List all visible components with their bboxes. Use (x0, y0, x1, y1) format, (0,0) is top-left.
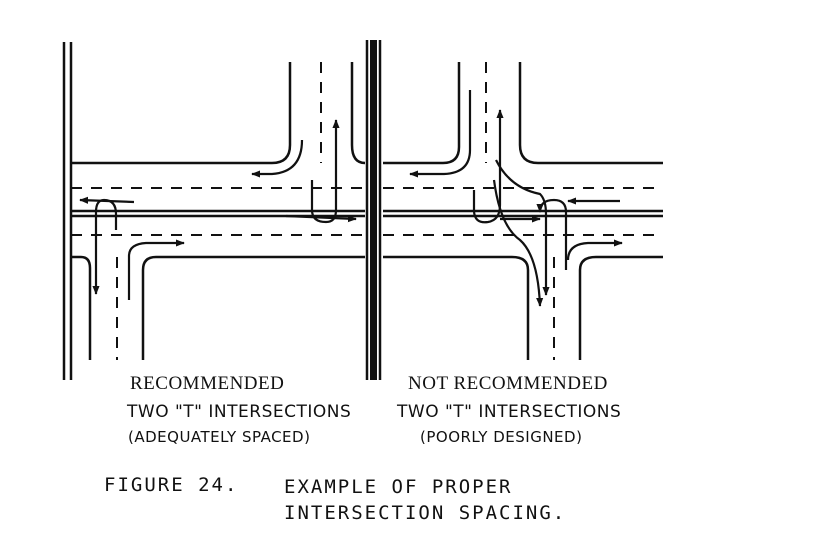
center-divider (365, 40, 382, 380)
right-title: TWO "T" INTERSECTIONS (397, 402, 622, 422)
figure-caption-line2: INTERSECTION SPACING. (284, 502, 567, 524)
figure-number: FIGURE 24. (104, 474, 239, 496)
figure-caption-line1: EXAMPLE OF PROPER (284, 476, 513, 498)
left-lower-uturn-arrow (92, 198, 118, 295)
right-crossing-curve-arrow (495, 159, 550, 296)
right-upper-turn-arrow (409, 90, 472, 178)
right-upper-uturn-arrow (472, 109, 504, 224)
right-panel-roads (383, 62, 663, 360)
left-panel-turn-arrows (79, 119, 357, 300)
left-title: TWO "T" INTERSECTIONS (127, 402, 352, 422)
right-lower-loop-arrow (536, 198, 568, 270)
left-upper-uturn-arrow (310, 119, 340, 224)
left-panel-lane-lines (71, 62, 365, 360)
left-lower-turn-arrow (127, 239, 185, 300)
left-panel-roads (62, 42, 366, 380)
left-heading: RECOMMENDED (130, 373, 285, 394)
right-lower-turn-arrow (566, 239, 623, 261)
left-upper-turn-arrow (251, 139, 304, 178)
left-subtitle: (ADEQUATELY SPACED) (128, 428, 311, 446)
right-heading: NOT RECOMMENDED (408, 373, 608, 394)
left-eastbound-arrow (285, 214, 357, 223)
right-panel-turn-arrows (409, 90, 623, 307)
right-weave-curve-arrow (492, 179, 544, 307)
right-subtitle: (POORLY DESIGNED) (420, 428, 583, 446)
